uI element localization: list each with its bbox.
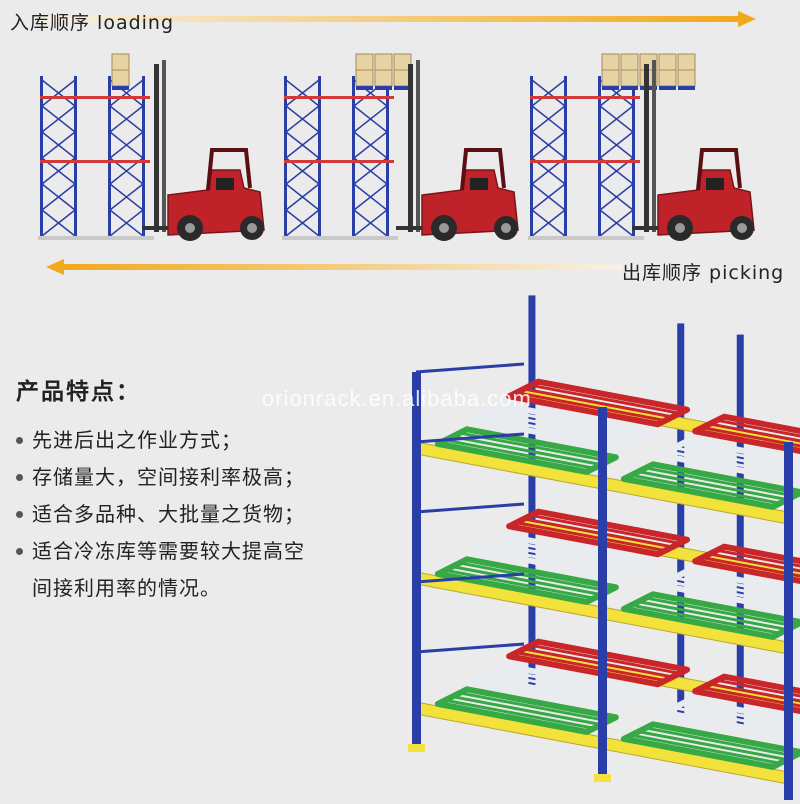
rack-footplate [408, 744, 425, 752]
push-back-cart [470, 662, 655, 712]
feature-item: 适合冷冻库等需要较大提高空 [14, 533, 384, 570]
watermark: orionrack.en.alibaba.com [262, 386, 532, 411]
push-back-cart [692, 413, 800, 455]
loading-arrow [40, 11, 756, 27]
rack-1-pallets [38, 53, 265, 241]
features-list: 先进后出之作业方式； 存储量大，空间接利率极高； 适合多品种、大批量之货物； 适… [14, 422, 384, 607]
push-back-rack-3d [408, 295, 800, 804]
forklift [396, 60, 519, 241]
pallet-boxes [355, 53, 412, 90]
rack-upright [528, 295, 536, 686]
push-back-cart [506, 378, 691, 428]
rack-upright [736, 334, 744, 725]
small-rack [282, 76, 398, 240]
small-rack [528, 76, 644, 240]
small-rack [38, 76, 154, 240]
rack-upright [677, 323, 685, 714]
rack-brace [415, 572, 525, 584]
feature-item: 适合多品种、大批量之货物； [14, 496, 384, 533]
rack-brace [415, 432, 525, 444]
rack-footplate [594, 774, 611, 782]
rack-brace [415, 642, 525, 654]
pallet-boxes [601, 53, 696, 90]
picking-label: 出库顺序 picking [622, 262, 785, 284]
rack-brace [415, 362, 525, 374]
forklift [632, 60, 755, 241]
push-back-cart [434, 556, 619, 605]
feature-item: 先进后出之作业方式； [14, 422, 384, 459]
pallet-boxes [111, 53, 130, 90]
rack-3-pallets [528, 53, 755, 241]
push-back-cart [620, 721, 800, 770]
push-back-cart [470, 532, 655, 582]
push-back-cart [620, 461, 800, 510]
push-back-cart [620, 591, 800, 640]
picking-arrow [46, 259, 622, 275]
loading-label: 入库顺序 loading [10, 12, 175, 34]
rack-upright [784, 442, 793, 804]
rack-upright [598, 407, 607, 782]
feature-item-continuation: 间接利用率的情况。 [32, 576, 221, 600]
features-heading: 产品特点： [16, 379, 141, 405]
rack-2-pallets [282, 53, 519, 241]
push-back-cart [434, 686, 619, 735]
rack-upright [412, 372, 421, 752]
feature-item: 存储量大，空间接利率极高； [14, 459, 384, 496]
rack-brace [415, 502, 525, 514]
forklift [142, 60, 265, 241]
